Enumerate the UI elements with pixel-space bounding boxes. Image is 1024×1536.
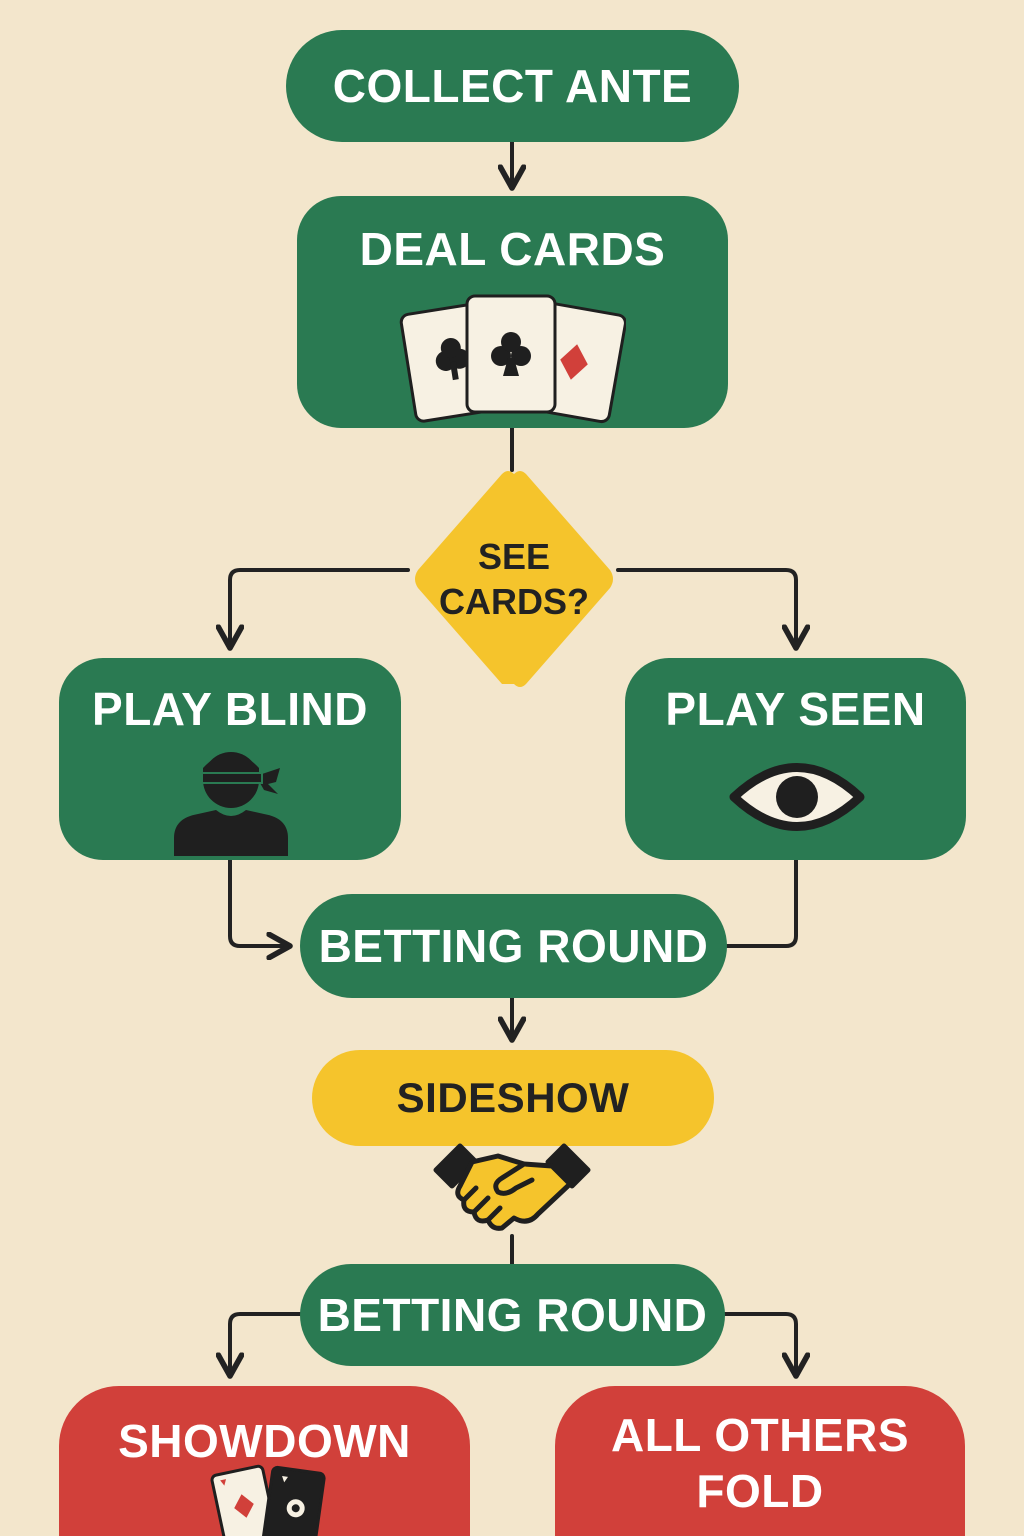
arrow-betting-to-fold: [723, 1312, 796, 1376]
see-cards-decision: SEE CARDS?: [408, 466, 620, 692]
sideshow-node: SIDESHOW: [312, 1050, 714, 1146]
arrow-betting-to-showdown: [230, 1312, 302, 1376]
see-cards-line-1: SEE: [477, 536, 551, 577]
betting-round-node-2: BETTING ROUND: [300, 1264, 725, 1366]
line-seen-to-betting: [725, 858, 798, 948]
all-others-fold-node: ALL OTHERS FOLD: [555, 1386, 965, 1536]
handshake-icon: [433, 1143, 591, 1231]
showdown-cards-icon: [210, 1464, 326, 1536]
all-others-fold-line-2: FOLD: [696, 1465, 824, 1517]
see-cards-label: SEE CARDS?: [408, 466, 620, 692]
decision-diamond-shape: [415, 471, 613, 687]
deal-cards-label: DEAL CARDS: [359, 223, 666, 275]
betting-round-label: BETTING ROUND: [318, 920, 709, 972]
all-others-fold-line-1: ALL OTHERS: [610, 1409, 910, 1461]
betting-round-node: BETTING ROUND: [300, 894, 727, 998]
arrow-decision-to-seen: [616, 568, 796, 648]
arrow-blind-to-betting: [228, 858, 290, 946]
blindfolded-person-icon: [174, 752, 288, 856]
see-cards-line-2: CARDS?: [439, 581, 589, 622]
collect-ante-node: COLLECT ANTE: [286, 30, 739, 142]
arrow-decision-to-blind: [230, 568, 410, 648]
play-seen-label: PLAY SEEN: [665, 683, 926, 735]
collect-ante-label: COLLECT ANTE: [332, 60, 693, 112]
play-blind-label: PLAY BLIND: [92, 683, 368, 735]
playing-cards-icon: [399, 294, 626, 424]
sideshow-label: SIDESHOW: [396, 1074, 630, 1121]
betting-round-label-2: BETTING ROUND: [317, 1289, 708, 1341]
showdown-label: SHOWDOWN: [118, 1415, 411, 1467]
eye-icon: [729, 763, 865, 831]
